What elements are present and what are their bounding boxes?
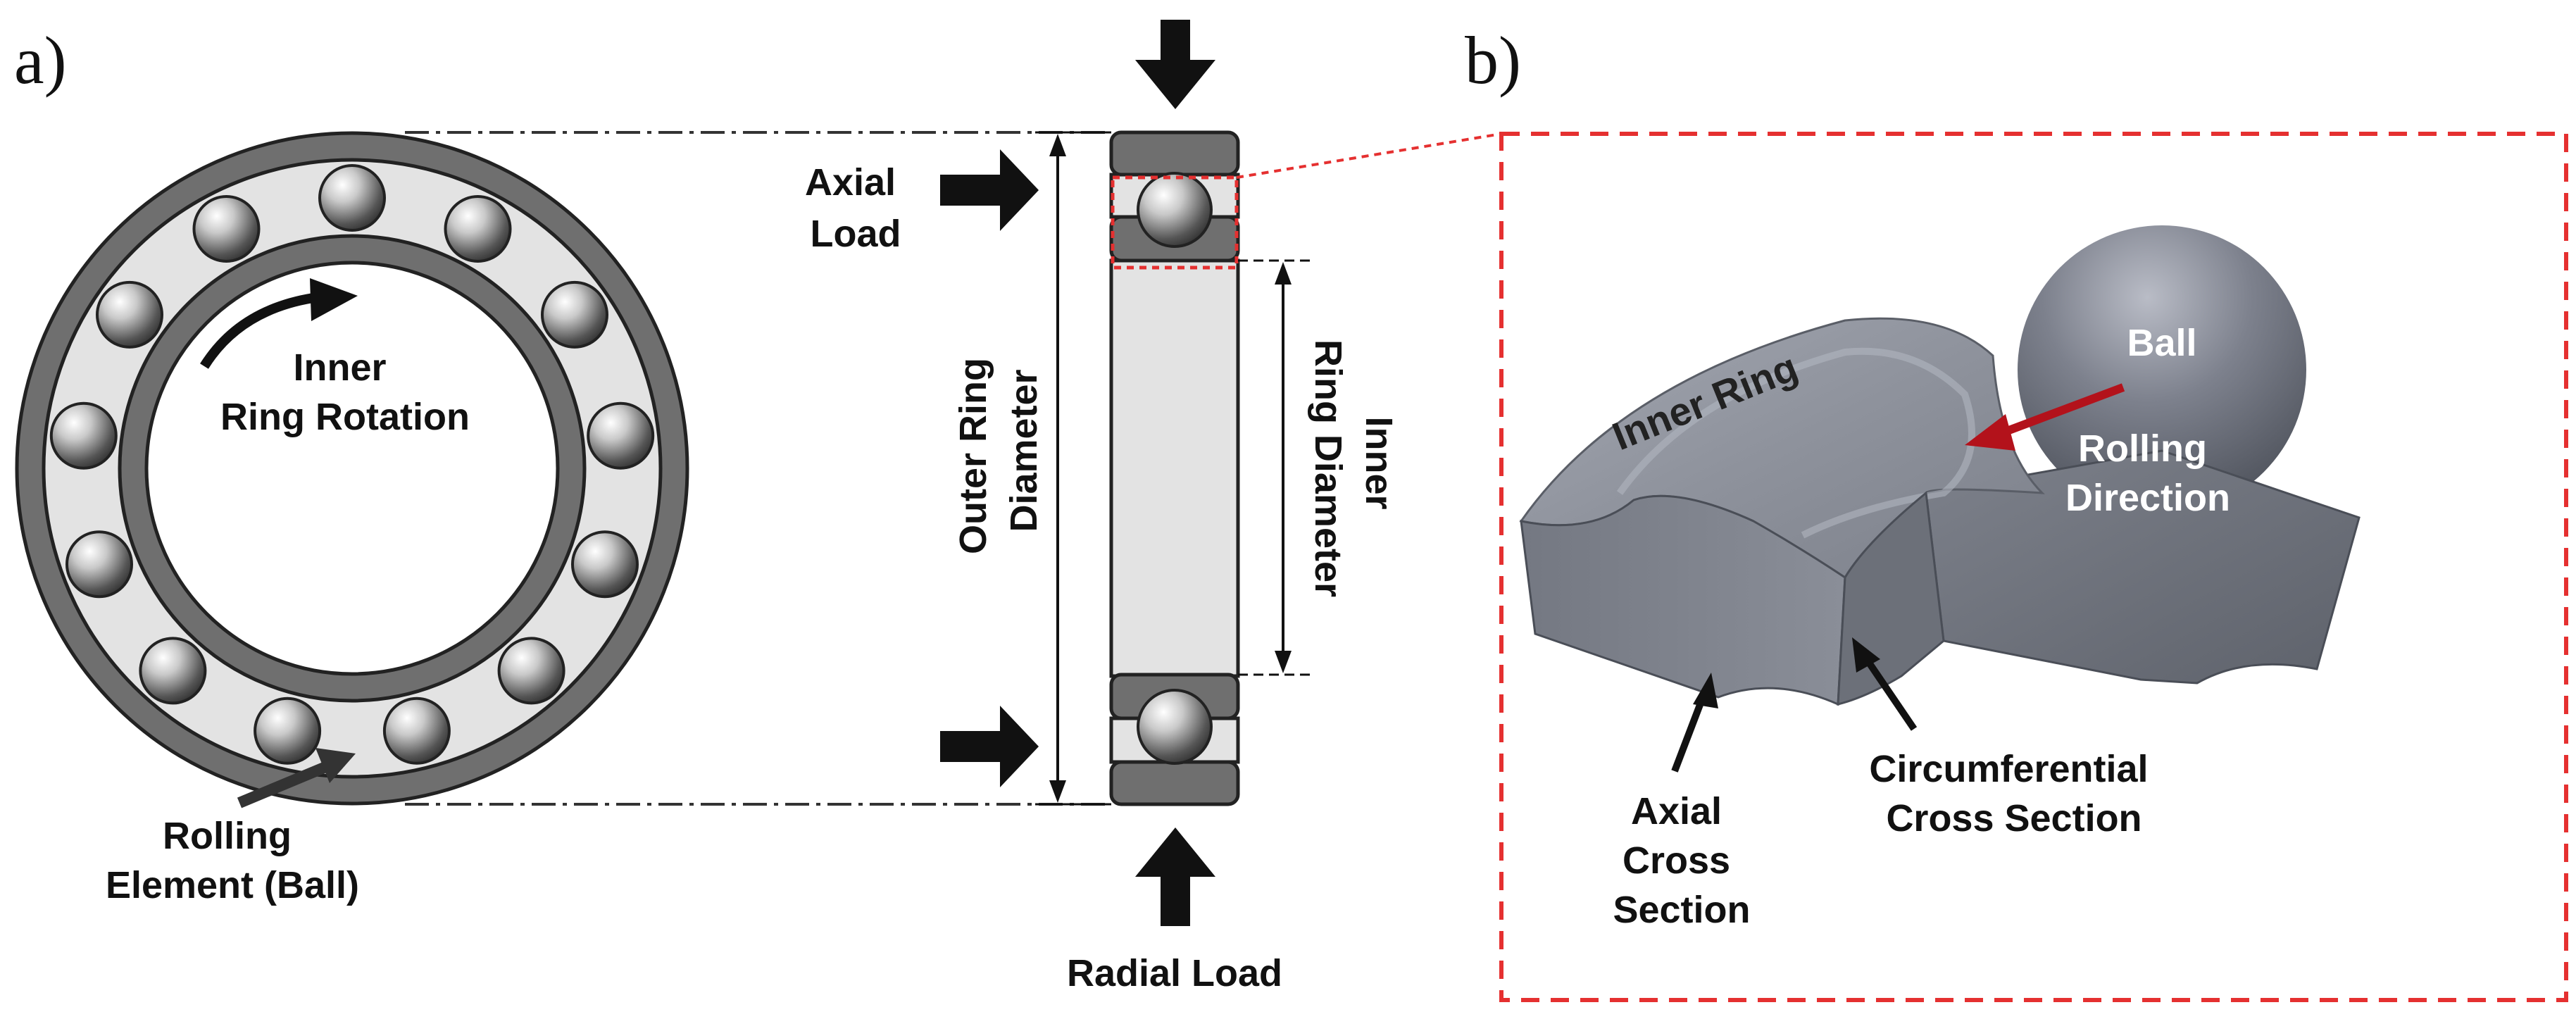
ring-block-right: [1925, 449, 2361, 685]
side-outer-ring-bottom: [1109, 760, 1240, 806]
rolling-direction-line: [2005, 383, 2125, 435]
axial-load-label: Axial Load: [805, 161, 906, 255]
inner-diameter-arrow-top: [1275, 262, 1292, 285]
rolling-element-ball: [49, 401, 118, 470]
rotation-arrow: [200, 293, 315, 369]
circumferential-section-pointer: [1863, 656, 1918, 731]
axial-section-pointer-head: [1693, 673, 1718, 708]
ball-label: Ball: [2127, 322, 2196, 364]
rolling-element-ball: [318, 164, 386, 232]
rolling-element-pointer: [237, 762, 327, 808]
side-outer-ring-top: [1109, 130, 1240, 177]
outer-ring-diameter-label: Outer Ring Diameter: [952, 347, 1045, 554]
side-inner-body: [1109, 258, 1240, 678]
rolling-elements: [49, 164, 655, 765]
rolling-element-ball: [444, 195, 512, 263]
bearing-front-view: [15, 131, 689, 806]
axial-face: [1520, 494, 1846, 706]
zoom-detail-box: [1499, 132, 2568, 1002]
rolling-direction-head: [1965, 414, 2015, 451]
zoom-source-box: [1111, 175, 1239, 270]
rolling-element-pointer-head: [315, 748, 356, 783]
raceway-groove: [1616, 347, 1975, 539]
outer-diameter-arrow-top: [1049, 134, 1066, 156]
radial-load-arrow-bottom: [1135, 827, 1215, 926]
rolling-element-label: Rolling Element (Ball): [106, 815, 359, 906]
bearing-side-view: [1109, 130, 1240, 806]
side-ball-top: [1137, 172, 1213, 248]
rotation-arrow-head: [310, 278, 358, 321]
panel-a-label: a): [14, 23, 67, 98]
inner-diameter-arrow-bottom: [1275, 651, 1292, 673]
panel-b-label: b): [1465, 23, 1521, 98]
radial-load-label: Radial Load: [1067, 952, 1282, 994]
rolling-element-ball: [382, 696, 451, 765]
rolling-element-ball: [96, 280, 163, 349]
rolling-element-ball: [571, 530, 639, 599]
axial-load-arrow-bottom: [940, 706, 1039, 787]
inner-ring-rotation-label: Inner Ring Rotation: [220, 346, 470, 438]
load-arrows: [940, 20, 1215, 926]
rolling-element-ball: [192, 195, 261, 263]
circumferential-section-pointer-head: [1852, 637, 1880, 673]
outer-diameter-arrow-bottom: [1049, 780, 1066, 803]
side-ball-bottom: [1137, 689, 1213, 765]
circumferential-cross-section-label: Circumferential Cross Section: [1869, 748, 2158, 839]
rolling-element-ball: [497, 637, 565, 705]
axial-cross-section-label: Axial Cross Section: [1613, 790, 1750, 931]
ball-3d: [2018, 225, 2306, 514]
radial-load-arrow-top: [1135, 20, 1215, 109]
axial-section-pointer: [1671, 692, 1708, 773]
inner-ring-segment: [1519, 225, 2361, 706]
rolling-element-ball: [587, 401, 655, 470]
rolling-element-ball: [139, 637, 207, 705]
rolling-direction-label: Rolling Direction: [2065, 427, 2230, 519]
rolling-element-ball: [254, 696, 322, 765]
zoom-leader-line: [1236, 132, 1502, 179]
bore: [144, 261, 560, 676]
inner-ring-diameter-label: Inner Ring Diameter: [1307, 339, 1400, 597]
rolling-element-ball: [541, 280, 608, 349]
rolling-element-ball: [65, 530, 133, 599]
axial-load-arrow-top: [940, 149, 1039, 231]
